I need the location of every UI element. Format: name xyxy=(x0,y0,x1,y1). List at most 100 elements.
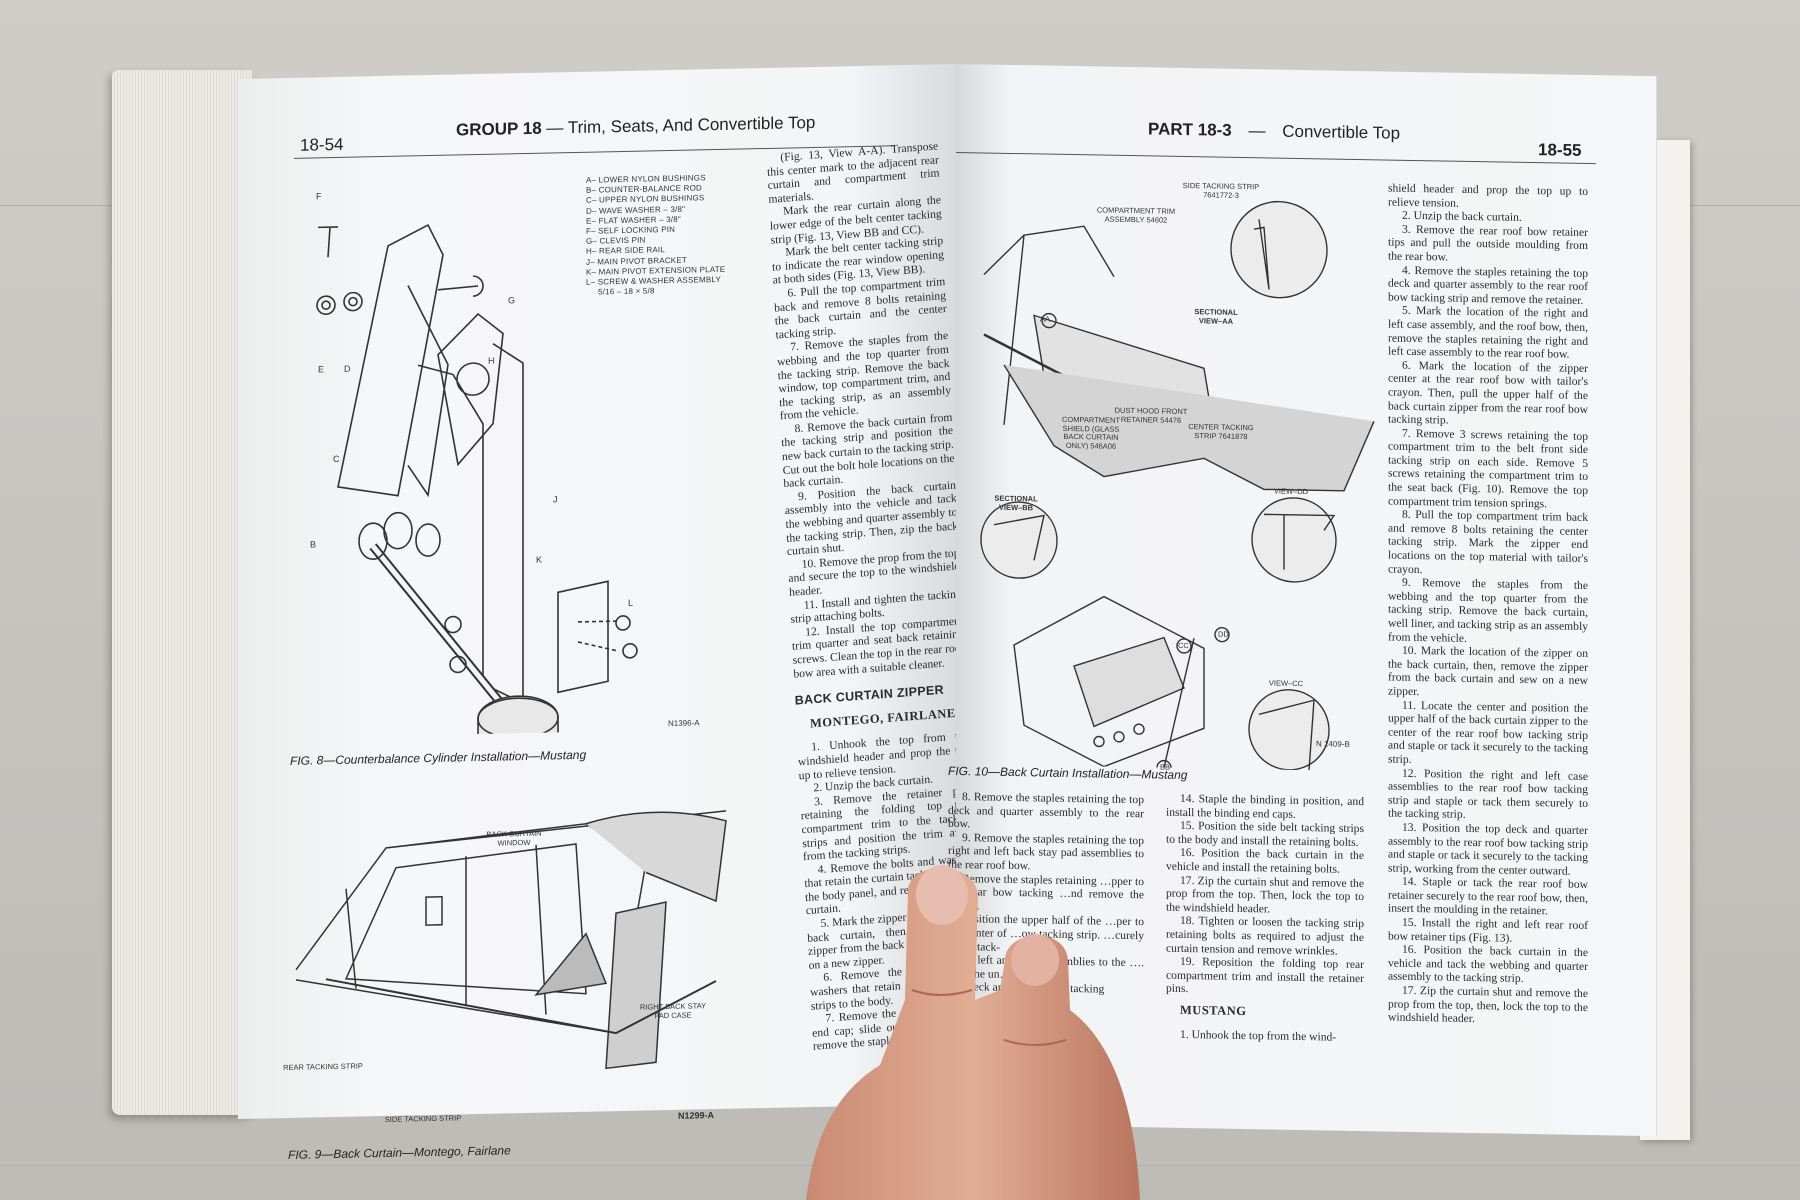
callout-l: L xyxy=(628,598,633,608)
mustang-step-1: 1. Unhook the top from the wind- xyxy=(1180,1027,1337,1044)
right-lower-left-column: 8. Remove the staples retaining the top … xyxy=(948,790,1144,997)
paragraph: 6. Mark the location of the zipper cente… xyxy=(1388,358,1588,427)
right-text-column: shield header and prop the top up to rel… xyxy=(1388,182,1588,1028)
paragraph: 17. Zip the curtain shut and remove the … xyxy=(1388,983,1588,1026)
legend-item: 5/16 – 18 × 5/8 xyxy=(598,286,655,297)
part-title: Convertible Top xyxy=(1282,121,1401,143)
sectional-view-bb xyxy=(980,501,1058,579)
fig10-callout-aa: AA xyxy=(1040,314,1051,324)
fig10-illustration xyxy=(980,200,1375,772)
paragraph: 3. Remove the rear roof bow retainer tip… xyxy=(1388,222,1588,264)
group-subtitle: — Trim, Seats, And Convertible Top xyxy=(546,112,816,138)
paragraph: 17. Zip the curtain shut and remove the … xyxy=(1166,873,1364,916)
callout-d: D xyxy=(344,364,351,374)
paragraph: 7. Remove 3 screws retaining the top com… xyxy=(1388,426,1588,510)
self-locking-pin xyxy=(318,226,338,258)
back-stay-pad xyxy=(605,901,667,1070)
book-page-edges xyxy=(112,70,252,1115)
fig10-label-view-cc: VIEW–CC xyxy=(1268,678,1304,689)
view-dd xyxy=(1251,497,1337,583)
paragraph: 16. Position the back curtain in the veh… xyxy=(1388,943,1588,986)
running-header: GROUP 18 — Trim, Seats, And Convertible … xyxy=(456,113,815,141)
fig9-label-right-back-stay: RIGHT BACK STAY PAD CASE xyxy=(639,1001,707,1020)
part-number: PART 18-3 xyxy=(1148,119,1232,140)
section-heading: BACK CURTAIN ZIPPER xyxy=(794,682,945,708)
paragraph: 15. Position the side belt tacking strip… xyxy=(1166,819,1364,849)
paragraph: 12. Position the right and left case ass… xyxy=(1388,766,1588,822)
running-header: PART 18-3 — Convertible Top xyxy=(1148,119,1400,143)
fig10-label-compartment-trim: COMPARTMENT TRIM ASSEMBLY 54602 xyxy=(1096,205,1176,225)
fig10-caption: FIG. 10—Back Curtain Installation—Mustan… xyxy=(948,763,1188,783)
fig10-callout-cc: CC xyxy=(1178,640,1189,651)
fig9-label-back-curtain-window: BACK CURTAIN WINDOW xyxy=(486,828,542,848)
callout-f: F xyxy=(316,191,322,201)
main-pivot-bracket xyxy=(437,312,504,467)
view-cc xyxy=(1248,689,1330,771)
fig10-label-sectional-aa: SECTIONAL VIEW–AA xyxy=(1194,307,1238,326)
paragraph: shield header and prop the top up to rel… xyxy=(1388,181,1588,210)
callout-h: H xyxy=(488,356,494,366)
right-page: PART 18-3 — Convertible Top 18-55 SI xyxy=(948,64,1657,1137)
fig10-callout-dd: DD xyxy=(1218,629,1229,639)
fig8-illustration: F G H E D C J B K L A xyxy=(310,191,638,739)
paragraph: 8. Remove the back curtain from the tack… xyxy=(780,410,955,491)
fig10-label-sectional-bb: SECTIONAL VIEW–BB xyxy=(994,493,1038,512)
group-title: GROUP 18 xyxy=(456,118,542,140)
paragraph: 14. Staple or tack the rear roof bow ret… xyxy=(1388,875,1588,918)
subsection-heading: MONTEGO, FAIRLANE xyxy=(809,705,956,731)
left-page: 18-54 GROUP 18 — Trim, Seats, And Conver… xyxy=(238,64,984,1162)
paragraph: 4. Remove the staples retaining the top … xyxy=(1388,263,1588,307)
fig10-label-view-dd: VIEW–DD xyxy=(1273,486,1309,497)
paragraph: … left and right …semblies to the …. Sea… xyxy=(948,953,1144,982)
fig10-label-side-tacking: SIDE TACKING STRIP 7641772-3 xyxy=(1182,180,1260,200)
paragraph: 5. Mark the location of the right and le… xyxy=(1388,304,1588,361)
top-deck xyxy=(585,811,727,903)
pivot-plate xyxy=(417,343,524,705)
fig8-code: N1396-A xyxy=(668,718,700,729)
header-dash: — xyxy=(1248,121,1266,141)
paragraph: …eck and quar… bow tacking xyxy=(962,980,1105,996)
paragraph: 13. Position the top deck and quarter as… xyxy=(1388,820,1588,878)
paragraph: 16. Position the back curtain in the veh… xyxy=(1166,846,1364,876)
extension-plate xyxy=(557,580,609,694)
paragraph: Position the upper half of the …per to t… xyxy=(948,912,1144,954)
paragraph: 11. Locate the center and position the u… xyxy=(1388,698,1588,766)
callout-j: J xyxy=(553,494,557,504)
paragraph: 18. Tighten or loosen the tacking strip … xyxy=(1166,914,1364,958)
callout-c: C xyxy=(333,454,340,464)
page-number: 18-55 xyxy=(1538,140,1582,160)
back-curtain-window xyxy=(344,843,587,995)
callout-b: B xyxy=(310,539,316,549)
fig9-code: N1299-A xyxy=(678,1110,715,1121)
paragraph: Remove the staples retaining …pper to th… xyxy=(948,871,1144,913)
paragraph: 15. Install the right and left rear roof… xyxy=(1388,915,1588,945)
right-lower-mid-column: 14. Staple the binding in position, and … xyxy=(1166,792,1364,1045)
callout-e: E xyxy=(318,364,324,374)
callout-g: G xyxy=(508,295,515,305)
page-number: 18-54 xyxy=(300,134,344,155)
paragraph: 14. Staple the binding in position, and … xyxy=(1166,791,1364,821)
fig9-illustration xyxy=(295,810,727,1070)
header-rule xyxy=(956,152,1596,165)
seat-back-area xyxy=(1013,595,1205,768)
upper-bushing xyxy=(358,522,388,561)
paragraph: 19. Reposition the folding top rear comp… xyxy=(1166,955,1364,996)
paragraph: 9. Remove the staples retaining the top … xyxy=(948,830,1144,873)
floor-seam xyxy=(0,1165,1800,1166)
fig10-code: N 1409-B xyxy=(1316,739,1350,749)
fig10-label-center-tacking: CENTER TACKING STRIP 7641878 xyxy=(1188,422,1254,441)
paragraph: 7. Remove the staples from the webbing a… xyxy=(776,329,952,423)
paragraph: 12. Install the top compartment trim qua… xyxy=(791,613,965,681)
paragraph: 10. Mark the location of the zipper on t… xyxy=(1388,643,1588,699)
paragraph: 8. Remove the staples retaining the top … xyxy=(948,790,1144,831)
paragraph: 9. Remove the staples from the webbing a… xyxy=(1388,576,1588,645)
callout-k: K xyxy=(536,555,542,565)
paragraph: 9. Position the back curtain assembly in… xyxy=(784,478,959,559)
fig8-caption: FIG. 8—Counterbalance Cylinder Installat… xyxy=(290,747,587,768)
rear-side-rail xyxy=(337,223,444,497)
mustang-heading: MUSTANG xyxy=(1180,1002,1247,1018)
paragraph: 8. Pull the top compartment trim back an… xyxy=(1388,508,1588,576)
sectional-view-aa xyxy=(1230,200,1328,299)
fig10-label-compartment-shield: COMPARTMENT SHIELD (GLASS BACK CURTAIN O… xyxy=(1061,414,1121,451)
